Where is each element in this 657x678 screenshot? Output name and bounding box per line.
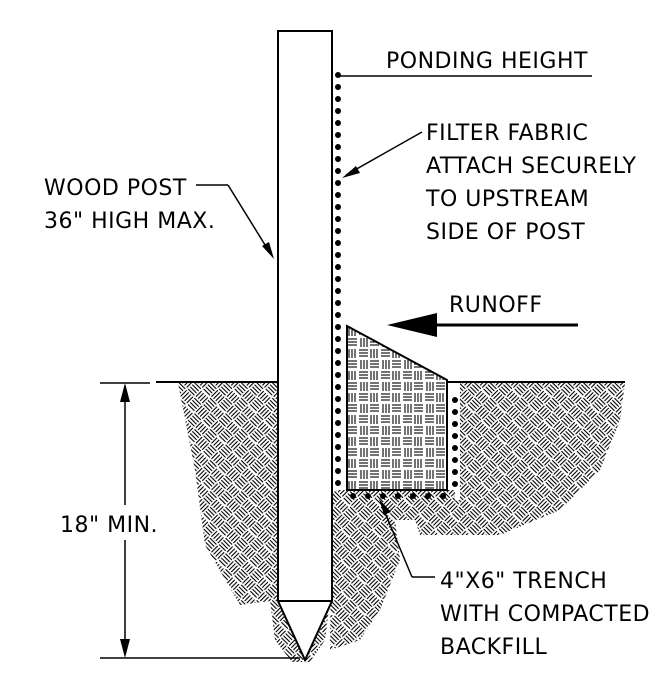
- svg-text:ATTACH SECURELY: ATTACH SECURELY: [426, 154, 637, 179]
- svg-text:WITH COMPACTED: WITH COMPACTED: [440, 602, 650, 627]
- svg-text:4"X6" TRENCH: 4"X6" TRENCH: [440, 569, 607, 594]
- runoff-label: RUNOFF: [449, 293, 542, 318]
- trench-label: 4"X6" TRENCH WITH COMPACTED BACKFILL: [440, 569, 650, 660]
- depth-dimension: [100, 382, 300, 659]
- wood-post-leader: [196, 184, 274, 259]
- wood-post-label: WOOD POST 36" HIGH MAX.: [44, 176, 215, 234]
- svg-text:BACKFILL: BACKFILL: [440, 635, 547, 660]
- wood-post: [277, 30, 333, 663]
- svg-text:WOOD POST: WOOD POST: [44, 176, 187, 201]
- filter-fabric-leader: [342, 131, 423, 178]
- ponding-height-label: PONDING HEIGHT: [386, 49, 588, 74]
- svg-text:TO UPSTREAM: TO UPSTREAM: [425, 187, 589, 212]
- runoff-arrow: [387, 313, 578, 337]
- compacted-backfill: [346, 324, 448, 491]
- svg-text:36" HIGH MAX.: 36" HIGH MAX.: [44, 209, 215, 234]
- filter-fabric-label: FILTER FABRIC ATTACH SECURELY TO UPSTREA…: [425, 121, 637, 245]
- soil-hatch: [178, 383, 625, 662]
- trench-leader: [379, 499, 435, 578]
- depth-label: 18" MIN.: [60, 513, 158, 538]
- filter-fabric: [335, 72, 458, 499]
- svg-text:SIDE OF POST: SIDE OF POST: [426, 220, 585, 245]
- svg-text:FILTER FABRIC: FILTER FABRIC: [426, 121, 588, 146]
